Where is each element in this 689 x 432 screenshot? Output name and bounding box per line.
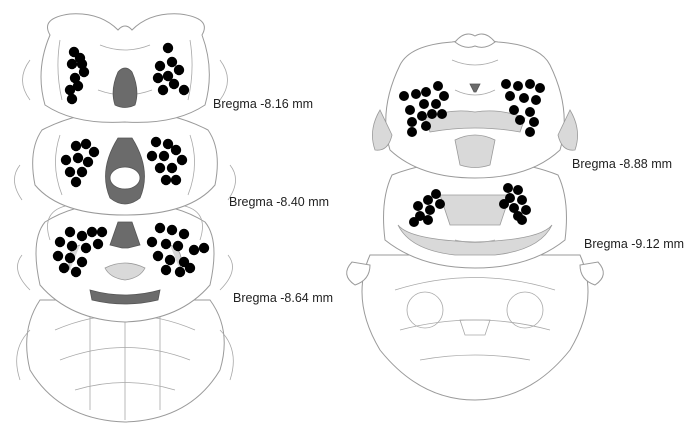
right-brain-stack	[347, 34, 604, 400]
left-brain-stack	[14, 14, 235, 422]
label-bregma-8-16: Bregma -8.16 mm	[213, 97, 313, 111]
label-bregma-8-88: Bregma -8.88 mm	[572, 157, 672, 171]
label-bregma-9-12: Bregma -9.12 mm	[584, 237, 684, 251]
right-base-body	[362, 255, 588, 400]
label-bregma-8-64: Bregma -8.64 mm	[233, 291, 333, 305]
label-bregma-8-40: Bregma -8.40 mm	[229, 195, 329, 209]
